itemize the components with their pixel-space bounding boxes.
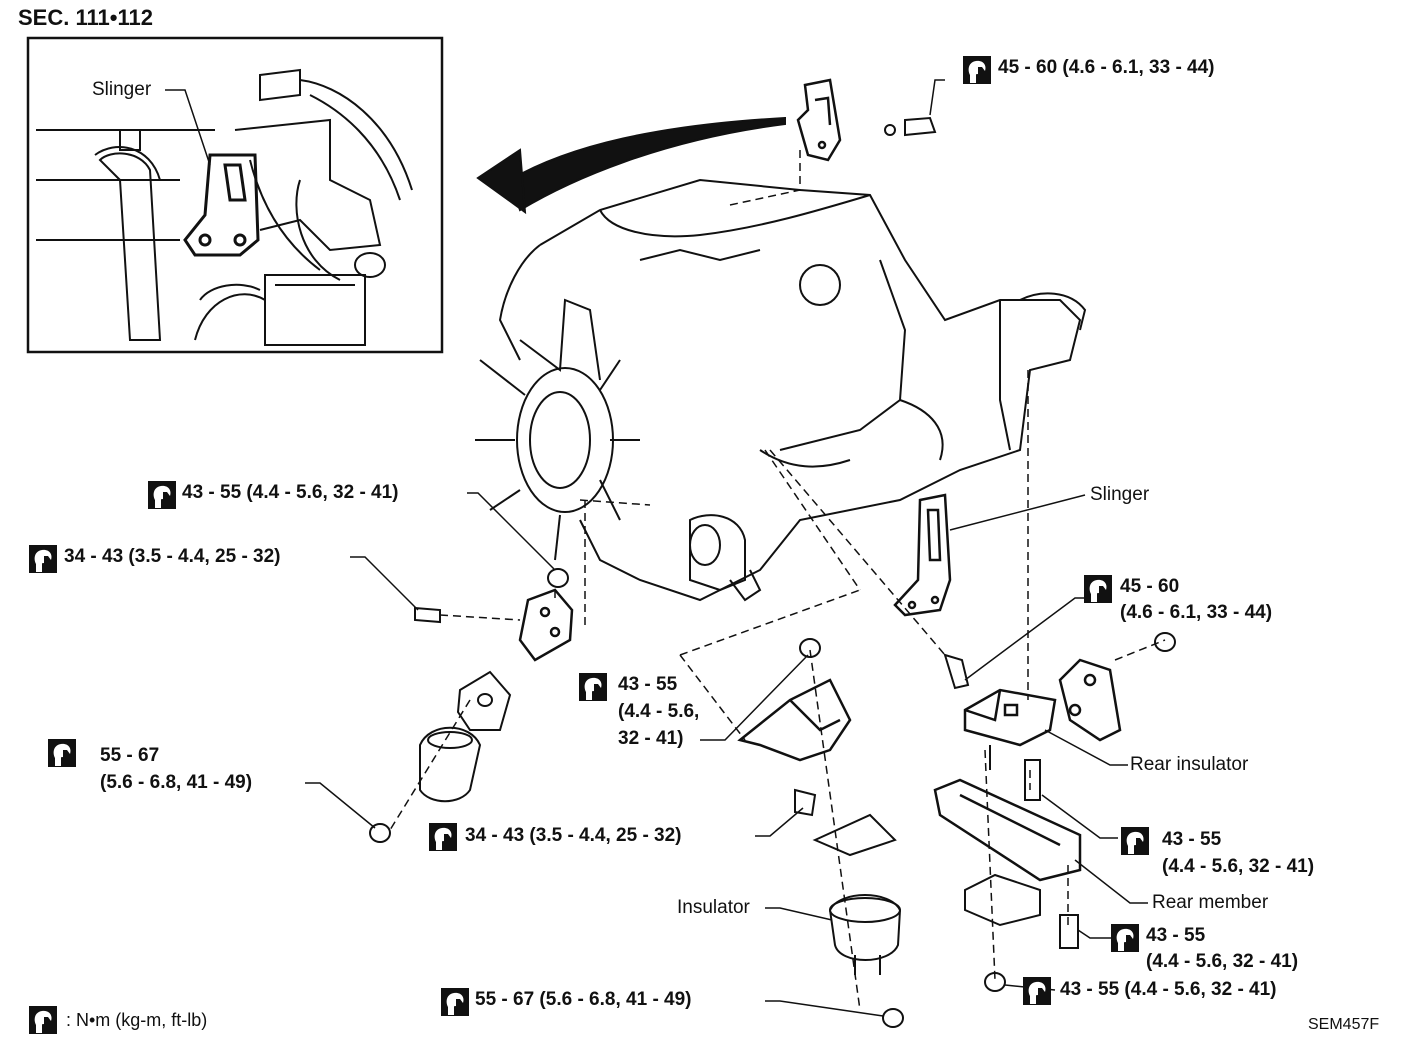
lower-insulator <box>828 894 902 975</box>
torque-wrench-icon <box>429 823 457 851</box>
torque-left-ins-line1: 55 - 67 <box>100 745 160 766</box>
rear-member <box>933 778 1082 882</box>
bolt-top <box>904 116 937 137</box>
callout-rear-member: Rear member <box>1152 892 1269 913</box>
torque-wrench-icon <box>148 481 176 509</box>
cooling-fan <box>475 298 640 561</box>
left-mount-bracket <box>518 588 574 662</box>
torque-wrench-icon <box>963 56 991 84</box>
torque-wrench-icon <box>1023 977 1051 1005</box>
torque-mid-line2: (4.4 - 5.6, <box>618 701 700 722</box>
left-lower-nut <box>369 823 391 843</box>
torque-wrench-icon <box>579 673 607 701</box>
left-insulator <box>419 726 482 803</box>
middle-nut <box>799 638 821 658</box>
torque-wrench-icon <box>1121 827 1149 855</box>
rear-member-bolt <box>1059 914 1079 949</box>
rear-slinger-bolt <box>943 653 970 690</box>
torque-member-nut: 43 - 55 (4.4 - 5.6, 32 - 41) <box>1060 979 1277 1000</box>
torque-top: 45 - 60 (4.6 - 6.1, 33 - 44) <box>998 57 1215 78</box>
torque-mid-bolt: 34 - 43 (3.5 - 4.4, 25 - 32) <box>465 825 682 846</box>
lower-nut <box>882 1008 904 1028</box>
middle-heat-shield <box>812 813 897 857</box>
torque-wrench-icon <box>1111 924 1139 952</box>
callout-leaders <box>165 79 1148 1017</box>
pointer-arrow <box>508 116 786 212</box>
washer-top <box>884 124 896 136</box>
inset-frame <box>26 36 444 354</box>
figure-code: SEM457F <box>1308 1016 1380 1033</box>
callout-slinger-inset: Slinger <box>92 79 152 100</box>
middle-mount-bracket <box>737 678 852 762</box>
torque-mid-line1: 43 - 55 <box>618 674 678 695</box>
engine-assembly <box>498 178 1087 602</box>
torque-left-nut: 43 - 55 (4.4 - 5.6, 32 - 41) <box>182 482 399 503</box>
torque-wrench-icon <box>1084 575 1112 603</box>
section-title: SEC. 111•112 <box>18 5 153 30</box>
rear-nut <box>1154 632 1176 652</box>
left-upper-mount <box>456 670 512 731</box>
callout-rear-insulator: Rear insulator <box>1130 754 1249 775</box>
top-slinger-bracket <box>796 78 842 162</box>
torque-left-ins-line2: (5.6 - 6.8, 41 - 49) <box>100 772 253 793</box>
assembly-guides <box>389 150 1166 1011</box>
torque-bottom: 55 - 67 (5.6 - 6.8, 41 - 49) <box>475 989 692 1010</box>
rear-slinger <box>893 493 952 617</box>
torque-slinger-line2: (4.6 - 6.1, 33 - 44) <box>1120 602 1273 623</box>
inset-engine-detail <box>36 68 413 346</box>
torque-left-bolt: 34 - 43 (3.5 - 4.4, 25 - 32) <box>64 546 281 567</box>
rear-insulator-bolt <box>1024 759 1041 801</box>
torque-member-line1: 43 - 55 <box>1146 925 1206 946</box>
torque-wrench-icon <box>48 739 76 767</box>
legend-text: : N•m (kg-m, ft-lb) <box>66 1010 208 1030</box>
torque-slinger-line1: 45 - 60 <box>1120 576 1180 597</box>
left-nut <box>547 568 569 588</box>
torque-wrench-icon <box>29 545 57 573</box>
rear-bracket <box>1058 658 1122 742</box>
torque-rear-line1: 43 - 55 <box>1162 829 1222 850</box>
rear-insulator <box>963 688 1057 747</box>
rear-member-pad <box>964 873 1041 927</box>
inset-slinger-bracket <box>183 153 260 257</box>
torque-member-line2: (4.4 - 5.6, 32 - 41) <box>1146 951 1299 972</box>
callout-slinger: Slinger <box>1090 484 1150 505</box>
torque-wrench-icon <box>441 988 469 1016</box>
middle-bolt <box>794 788 817 817</box>
left-bolt <box>414 606 441 624</box>
rear-member-nut <box>984 972 1006 992</box>
torque-wrench-icon <box>29 1006 57 1034</box>
callout-insulator: Insulator <box>677 897 750 918</box>
torque-rear-line2: (4.4 - 5.6, 32 - 41) <box>1162 856 1315 877</box>
torque-mid-line3: 32 - 41) <box>618 728 684 749</box>
